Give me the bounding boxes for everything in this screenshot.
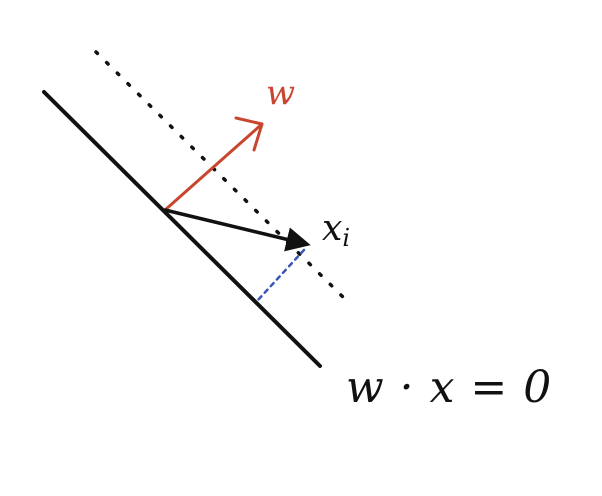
hyperplane-line [42, 90, 322, 368]
weight-vector-label: w [266, 73, 295, 113]
point-label-subscript: i [342, 224, 350, 252]
point-label-x: x [322, 208, 342, 249]
point-label: xi [322, 208, 350, 252]
point-vector-arrow [163, 208, 311, 252]
hyperplane-equation-label: w · x = 0 [346, 362, 552, 413]
parallel-dotted-line [94, 50, 348, 302]
weight-vector-arrow [163, 116, 264, 212]
projection-dashed-line [256, 248, 306, 302]
